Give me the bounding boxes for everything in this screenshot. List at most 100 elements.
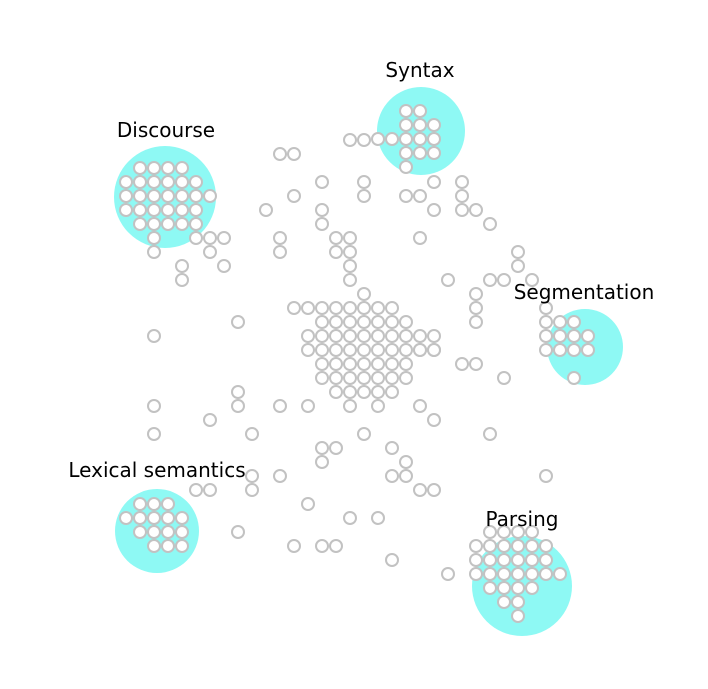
term-node bbox=[301, 301, 315, 315]
term-node bbox=[427, 343, 441, 357]
term-node bbox=[343, 357, 357, 371]
term-node bbox=[245, 427, 259, 441]
term-node bbox=[203, 189, 217, 203]
term-node bbox=[175, 161, 189, 175]
term-node bbox=[413, 118, 427, 132]
term-node bbox=[525, 553, 539, 567]
term-node bbox=[189, 231, 203, 245]
term-node bbox=[147, 399, 161, 413]
term-node bbox=[245, 469, 259, 483]
term-node bbox=[357, 427, 371, 441]
term-node bbox=[329, 371, 343, 385]
term-node bbox=[511, 581, 525, 595]
term-node bbox=[497, 539, 511, 553]
term-node bbox=[287, 147, 301, 161]
term-node bbox=[385, 357, 399, 371]
term-node bbox=[147, 539, 161, 553]
term-node bbox=[371, 315, 385, 329]
term-node bbox=[329, 539, 343, 553]
term-node bbox=[385, 371, 399, 385]
term-node bbox=[133, 175, 147, 189]
term-node bbox=[175, 525, 189, 539]
term-node bbox=[469, 301, 483, 315]
term-node bbox=[511, 539, 525, 553]
term-node bbox=[399, 132, 413, 146]
term-node bbox=[525, 539, 539, 553]
term-node bbox=[413, 329, 427, 343]
term-node bbox=[469, 567, 483, 581]
term-node bbox=[511, 609, 525, 623]
term-node bbox=[343, 315, 357, 329]
term-node bbox=[245, 483, 259, 497]
term-node bbox=[371, 371, 385, 385]
term-node bbox=[175, 203, 189, 217]
term-node bbox=[539, 553, 553, 567]
term-node bbox=[567, 343, 581, 357]
term-node bbox=[147, 497, 161, 511]
term-node bbox=[329, 301, 343, 315]
term-node bbox=[539, 343, 553, 357]
term-node bbox=[329, 329, 343, 343]
term-node bbox=[413, 483, 427, 497]
term-node bbox=[147, 231, 161, 245]
term-node bbox=[133, 525, 147, 539]
term-node bbox=[161, 217, 175, 231]
term-node bbox=[287, 539, 301, 553]
term-node bbox=[357, 329, 371, 343]
term-node bbox=[385, 329, 399, 343]
term-node bbox=[175, 273, 189, 287]
term-node bbox=[497, 273, 511, 287]
term-node bbox=[399, 329, 413, 343]
term-node bbox=[385, 385, 399, 399]
term-node bbox=[315, 301, 329, 315]
term-node bbox=[175, 539, 189, 553]
term-node bbox=[231, 399, 245, 413]
term-node bbox=[539, 329, 553, 343]
term-node bbox=[497, 553, 511, 567]
term-node bbox=[497, 581, 511, 595]
term-node bbox=[315, 441, 329, 455]
term-node bbox=[525, 525, 539, 539]
term-node bbox=[343, 133, 357, 147]
term-node bbox=[161, 525, 175, 539]
term-node bbox=[189, 483, 203, 497]
term-node bbox=[399, 315, 413, 329]
term-node bbox=[385, 301, 399, 315]
term-node bbox=[357, 175, 371, 189]
term-node bbox=[511, 245, 525, 259]
term-node bbox=[147, 329, 161, 343]
term-node bbox=[343, 511, 357, 525]
term-node bbox=[217, 259, 231, 273]
term-node bbox=[343, 329, 357, 343]
term-node bbox=[287, 189, 301, 203]
term-node bbox=[287, 301, 301, 315]
term-node bbox=[553, 567, 567, 581]
term-node bbox=[343, 385, 357, 399]
term-node bbox=[161, 175, 175, 189]
term-node bbox=[511, 553, 525, 567]
term-node bbox=[203, 413, 217, 427]
term-node bbox=[231, 315, 245, 329]
term-node bbox=[483, 553, 497, 567]
term-node bbox=[133, 189, 147, 203]
term-node bbox=[483, 581, 497, 595]
term-node bbox=[441, 567, 455, 581]
term-node bbox=[189, 203, 203, 217]
term-node bbox=[343, 343, 357, 357]
term-node bbox=[175, 175, 189, 189]
term-node bbox=[525, 567, 539, 581]
term-node bbox=[539, 567, 553, 581]
term-node bbox=[483, 217, 497, 231]
term-node bbox=[483, 525, 497, 539]
term-node bbox=[357, 343, 371, 357]
term-node bbox=[483, 273, 497, 287]
term-node bbox=[483, 427, 497, 441]
term-node bbox=[119, 511, 133, 525]
term-node bbox=[567, 371, 581, 385]
term-node bbox=[581, 329, 595, 343]
term-node bbox=[469, 203, 483, 217]
term-node bbox=[427, 118, 441, 132]
term-node bbox=[455, 189, 469, 203]
term-node bbox=[413, 104, 427, 118]
term-node bbox=[427, 483, 441, 497]
